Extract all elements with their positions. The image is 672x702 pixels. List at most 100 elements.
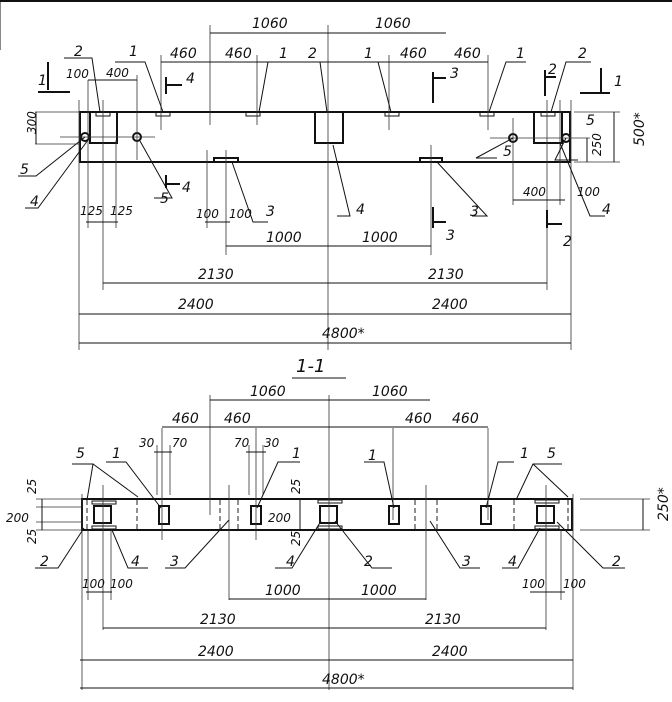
dim-25: 25 bbox=[25, 529, 39, 544]
dim-2130: 2130 bbox=[425, 612, 461, 628]
dim-200: 200 bbox=[6, 511, 29, 525]
section-label-4: 4 bbox=[186, 71, 195, 87]
dim-2400: 2400 bbox=[432, 297, 468, 313]
dim-1060: 1060 bbox=[372, 384, 408, 400]
callout-5: 5 bbox=[76, 446, 85, 462]
callout-4: 4 bbox=[30, 194, 39, 210]
callout-1: 1 bbox=[279, 46, 288, 62]
section-mark-2-bottom bbox=[546, 210, 562, 228]
leader-line bbox=[106, 461, 162, 509]
section-plate bbox=[534, 525, 560, 530]
leader-line bbox=[361, 61, 392, 113]
plan-view: 1060 1060 460 460 460 460 100 400 300 50… bbox=[18, 16, 648, 350]
section-mark-2-top bbox=[544, 70, 556, 96]
plan-pocket-center bbox=[314, 111, 344, 144]
dim-25: 25 bbox=[25, 479, 39, 494]
section-mark-3-bottom bbox=[432, 207, 446, 228]
section-label-2: 2 bbox=[548, 62, 557, 78]
callout-1: 1 bbox=[292, 446, 301, 462]
section-mark-1-right bbox=[580, 68, 610, 94]
section-label-2: 2 bbox=[563, 234, 572, 250]
section-slab-outline bbox=[81, 498, 573, 531]
dim-2400: 2400 bbox=[198, 644, 234, 660]
dim-460: 460 bbox=[405, 411, 432, 427]
leader-line bbox=[115, 61, 164, 113]
callout-4: 4 bbox=[508, 554, 517, 570]
section-label-1: 1 bbox=[38, 73, 47, 89]
callout-1: 1 bbox=[368, 448, 377, 464]
dim-100: 100 bbox=[66, 67, 89, 81]
dim-100: 100 bbox=[563, 577, 586, 591]
leader-line bbox=[550, 61, 591, 113]
section-label-3: 3 bbox=[450, 66, 459, 82]
dim-300: 300 bbox=[25, 111, 39, 134]
section-label-3: 3 bbox=[446, 228, 455, 244]
section-plate bbox=[534, 499, 560, 504]
callout-3: 3 bbox=[170, 554, 179, 570]
callout-1: 1 bbox=[129, 44, 138, 60]
section-mark-4-bottom bbox=[165, 175, 180, 188]
dim-1060-right: 1060 bbox=[375, 16, 411, 32]
leader-line bbox=[64, 57, 101, 113]
leader-line bbox=[72, 463, 94, 501]
dim-2130: 2130 bbox=[428, 267, 464, 283]
section-plate bbox=[91, 500, 117, 505]
callout-3: 3 bbox=[462, 554, 471, 570]
callout-5: 5 bbox=[503, 144, 512, 160]
dim-460: 460 bbox=[172, 411, 199, 427]
plan-plate bbox=[540, 111, 556, 117]
section-view: 1-1 bbox=[6, 356, 672, 690]
callout-5: 5 bbox=[547, 446, 556, 462]
callout-2: 2 bbox=[40, 554, 49, 570]
dim-25: 25 bbox=[289, 531, 303, 546]
leader-line bbox=[475, 137, 514, 159]
section-mark-1-left bbox=[38, 62, 70, 93]
dim-25: 25 bbox=[289, 479, 303, 494]
dim-250: 250* bbox=[656, 487, 672, 521]
section-plate bbox=[317, 525, 343, 530]
callout-4: 4 bbox=[602, 202, 611, 218]
section-title: 1-1 bbox=[296, 356, 325, 377]
dim-70: 70 bbox=[234, 436, 250, 450]
leader-line bbox=[92, 463, 139, 498]
section-plate bbox=[91, 525, 117, 530]
leader-line bbox=[256, 461, 300, 509]
leader-line bbox=[554, 137, 578, 161]
leader-line bbox=[111, 529, 148, 569]
dim-2400: 2400 bbox=[178, 297, 214, 313]
leader-line bbox=[559, 142, 605, 217]
dim-460: 460 bbox=[224, 411, 251, 427]
section-pocket bbox=[93, 505, 112, 524]
plan-pocket-left bbox=[89, 111, 118, 144]
section-label-1: 1 bbox=[614, 74, 623, 90]
dim-400: 400 bbox=[523, 185, 546, 199]
dim-460: 460 bbox=[452, 411, 479, 427]
dim-125: 125 bbox=[110, 204, 133, 218]
section-pocket bbox=[536, 505, 555, 524]
leader-line bbox=[334, 520, 392, 569]
plan-plate bbox=[384, 111, 400, 117]
callout-2: 2 bbox=[612, 554, 621, 570]
plan-plate bbox=[479, 111, 495, 117]
section-mark-3-top bbox=[432, 72, 446, 103]
callout-1: 1 bbox=[516, 46, 525, 62]
callout-3: 3 bbox=[470, 204, 479, 220]
section-plate bbox=[317, 499, 343, 504]
callout-1: 1 bbox=[112, 446, 121, 462]
dim-460: 460 bbox=[400, 46, 427, 62]
dim-100: 100 bbox=[522, 577, 545, 591]
leader-line bbox=[275, 520, 322, 569]
plan-plate bbox=[245, 111, 261, 117]
leader-line bbox=[485, 461, 514, 509]
dim-400: 400 bbox=[106, 66, 129, 80]
dim-200: 200 bbox=[268, 511, 291, 525]
leader-line bbox=[556, 521, 625, 569]
dim-70: 70 bbox=[172, 436, 188, 450]
callout-1: 1 bbox=[520, 446, 529, 462]
section-label-4: 4 bbox=[182, 180, 191, 196]
leader-line bbox=[332, 144, 351, 217]
dim-100: 100 bbox=[196, 207, 219, 221]
dim-1000: 1000 bbox=[265, 583, 301, 599]
dim-460: 460 bbox=[225, 46, 252, 62]
